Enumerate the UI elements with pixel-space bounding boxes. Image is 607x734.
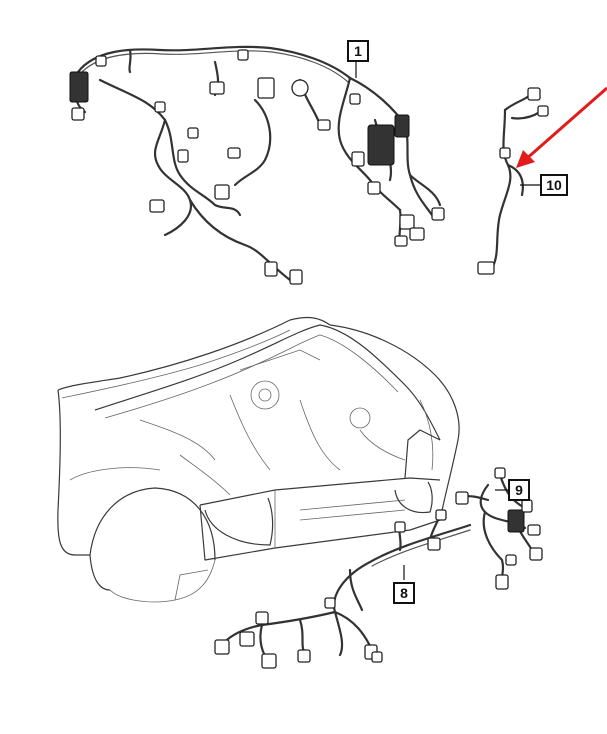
harness-1: [69, 45, 445, 285]
vehicle-body: [57, 316, 460, 603]
callout-10: 10: [540, 174, 568, 196]
harness-10: [477, 87, 549, 275]
callout-9: 9: [508, 479, 530, 501]
harness-8: [214, 509, 472, 669]
callout-1: 1: [347, 40, 369, 62]
harness-9: [455, 467, 543, 590]
callout-8: 8: [393, 582, 415, 604]
red-arrow-icon: [516, 86, 607, 168]
